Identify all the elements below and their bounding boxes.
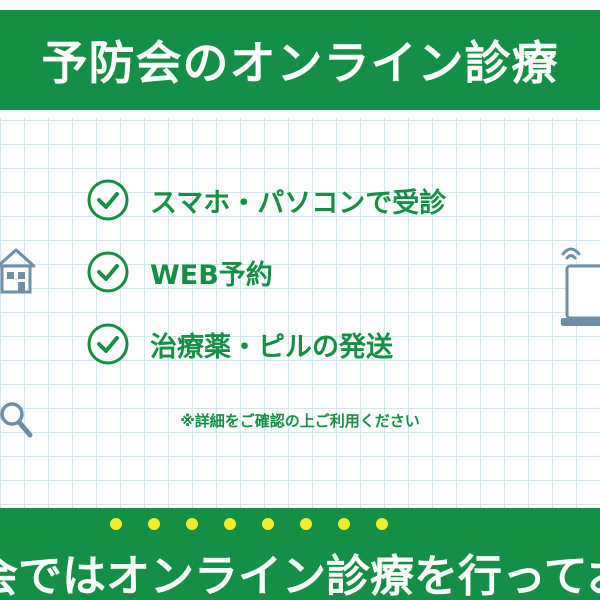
feature-item: WEB予約 xyxy=(86,247,526,297)
emphasis-dot xyxy=(262,518,274,530)
magnifier-icon xyxy=(0,402,33,438)
emphasis-dot xyxy=(224,518,236,530)
footer-text: 会ではオンライン診療を行ってお xyxy=(0,551,600,600)
emphasis-dot xyxy=(110,518,122,530)
feature-item: スマホ・パソコンで受診 xyxy=(86,175,526,225)
title-bar: 予防会のオンライン診療 xyxy=(0,10,600,110)
footer-bar: 会ではオンライン診療を行ってお xyxy=(0,508,600,600)
page-title: 予防会のオンライン診療 xyxy=(41,36,559,90)
house-icon xyxy=(0,248,36,294)
emphasis-dot xyxy=(300,518,312,530)
header: 予防会のオンライン診療 xyxy=(0,0,600,118)
check-circle-icon xyxy=(87,323,129,365)
feature-item: 治療薬・ピルの発送 xyxy=(86,319,526,369)
feature-list: スマホ・パソコンで受診 WEB予約 治療薬・ピルの発送 xyxy=(86,175,526,391)
check-circle-icon xyxy=(87,251,129,293)
emphasis-dot xyxy=(338,518,350,530)
laptop-icon xyxy=(561,247,600,326)
emphasis-dots xyxy=(110,518,388,530)
check-circle-icon xyxy=(87,179,129,221)
emphasis-dot xyxy=(186,518,198,530)
feature-label: 治療薬・ピルの発送 xyxy=(150,331,393,363)
emphasis-dot xyxy=(148,518,160,530)
emphasis-dot xyxy=(376,518,388,530)
feature-label: スマホ・パソコンで受診 xyxy=(150,187,447,219)
note-text: ※詳細をご確認の上ご利用ください xyxy=(180,412,420,430)
feature-label: WEB予約 xyxy=(150,259,273,291)
